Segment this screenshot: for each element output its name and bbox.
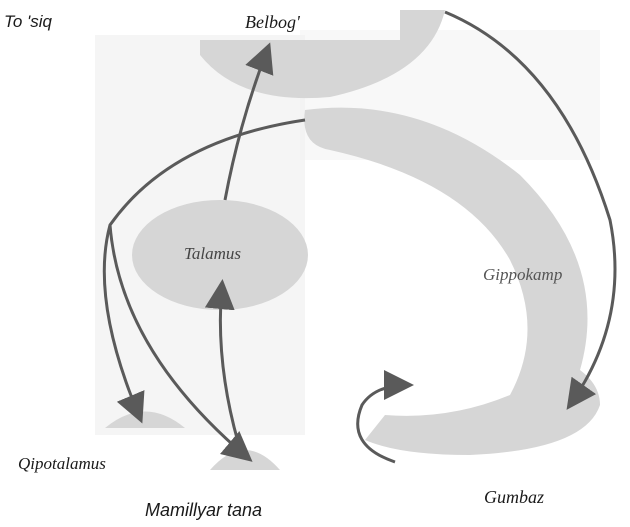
arrow-fornix-to-mamillyar: [108, 224, 253, 462]
mamillyar-tana-label: Mamillyar tana: [145, 500, 263, 520]
belbog-label: Belbog': [245, 12, 300, 32]
gumbaz-label: Gumbaz: [484, 487, 545, 507]
arrow-belbog-to-gumbaz: [444, 10, 617, 410]
belbog-structure: [200, 10, 445, 99]
arrow-gumbaz-loop: [356, 370, 414, 464]
arrow-mamillyar-to-talamus: [204, 279, 240, 443]
to-siq-label: To 'siq: [4, 12, 52, 31]
talamus-structure: [132, 200, 308, 310]
arrow-talamus-to-belbog: [223, 42, 274, 201]
mamillyar-tana-structure: [210, 450, 280, 470]
arrow-gippokamp-to-hypothalamus: [102, 118, 306, 424]
gippokamp-label: Gippokamp: [483, 265, 563, 284]
gippokamp-structure: [304, 107, 600, 455]
qipotalamus-label: Qipotalamus: [18, 454, 106, 473]
talamus-label: Talamus: [184, 244, 242, 263]
